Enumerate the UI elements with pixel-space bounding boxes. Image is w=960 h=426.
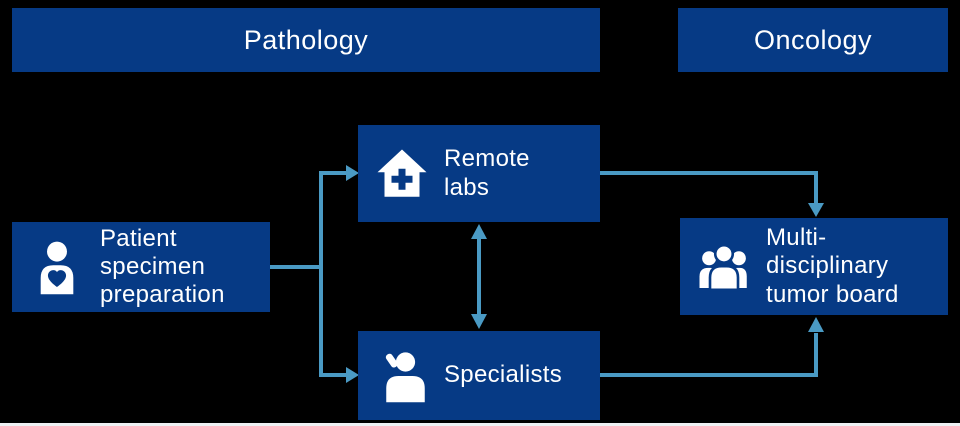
node-label: Multi- disciplinary tumor board	[766, 224, 899, 308]
bottom-edge-divider	[0, 423, 960, 426]
header-pathology: Pathology	[12, 8, 600, 72]
node-label: Specialists	[444, 361, 563, 389]
node-label: Remote labs	[444, 145, 530, 201]
node-remote-labs: Remote labs	[358, 125, 600, 222]
node-multidisciplinary-tumor-board: Multi- disciplinary tumor board	[680, 218, 948, 315]
clinic-house-icon	[374, 146, 430, 202]
specialist-phone-icon	[374, 348, 430, 404]
team-group-icon	[696, 239, 752, 295]
header-oncology: Oncology	[678, 8, 948, 72]
header-pathology-label: Pathology	[243, 24, 369, 55]
header-oncology-label: Oncology	[753, 24, 873, 55]
patient-heart-icon	[28, 238, 86, 296]
node-specialists: Specialists	[358, 331, 600, 420]
node-label: Patient specimen preparation	[100, 224, 225, 309]
node-patient-specimen-preparation: Patient specimen preparation	[12, 222, 270, 312]
